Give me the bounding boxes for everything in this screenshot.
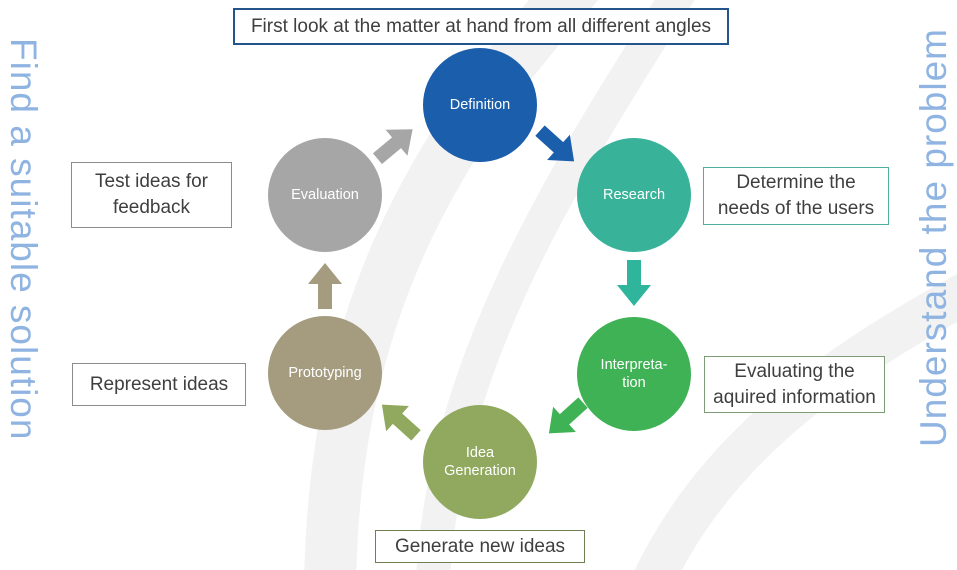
step-circle-idea-generation: Idea Generation: [423, 405, 537, 519]
step-label: Idea Generation: [444, 444, 516, 479]
step-label: Prototyping: [288, 364, 362, 381]
step-circle-definition: Definition: [423, 48, 537, 162]
arrow-shape: [535, 125, 575, 162]
left-vertical-caption: Find a suitable solution: [3, 38, 44, 441]
note-box-represent-ideas: Represent ideas: [72, 363, 246, 406]
note-box-generate-ideas: Generate new ideas: [375, 530, 585, 563]
note-box-test-ideas: Test ideas for feedback: [71, 162, 232, 228]
arrow-prototyping-to-evaluation: [308, 263, 342, 309]
step-label: Research: [602, 186, 666, 203]
top-annotation-text: First look at the matter at hand from al…: [250, 15, 712, 37]
step-label: Evaluation: [291, 186, 359, 203]
arrow-shape: [308, 263, 342, 309]
top-annotation-box: First look at the matter at hand from al…: [233, 8, 729, 45]
step-label: Definition: [449, 96, 511, 113]
note-text: Generate new ideas: [394, 535, 566, 557]
arrow-shape: [381, 404, 421, 441]
note-box-evaluating-information: Evaluating the aquired information: [704, 356, 885, 413]
arrow-evaluation-to-definition: [372, 129, 413, 165]
arrow-idea-generation-to-prototyping: [381, 404, 421, 441]
step-label: Interpreta-tion: [600, 356, 668, 391]
arrow-definition-to-research: [535, 125, 575, 162]
note-text: Determine the needs of the users: [717, 172, 875, 219]
note-text: Test ideas for feedback: [95, 171, 208, 218]
arrow-shape: [617, 260, 651, 306]
step-circle-evaluation: Evaluation: [268, 138, 382, 252]
arrow-research-to-interpretation: [617, 260, 651, 306]
step-circle-research: Research: [577, 138, 691, 252]
right-vertical-caption: Understand the problem: [913, 28, 954, 447]
note-box-determine-needs: Determine the needs of the users: [703, 167, 889, 225]
note-text: Represent ideas: [89, 373, 229, 395]
arrow-shape: [372, 129, 413, 165]
step-circle-prototyping: Prototyping: [268, 316, 382, 430]
note-text: Evaluating the aquired information: [713, 360, 876, 408]
